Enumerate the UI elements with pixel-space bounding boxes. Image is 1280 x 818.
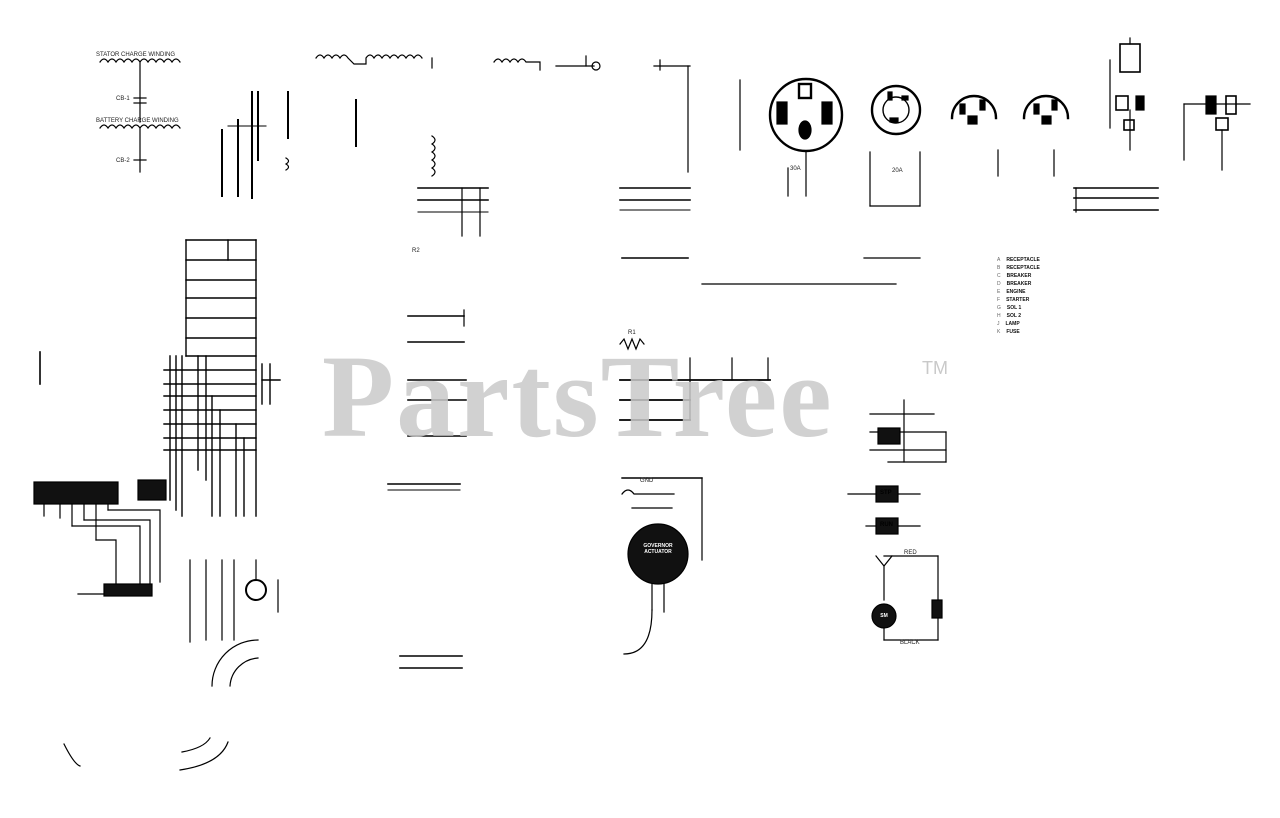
legend-code: K bbox=[997, 329, 1001, 335]
legend-value: BREAKER bbox=[1006, 281, 1032, 287]
legend-value: RECEPTACLE bbox=[1006, 257, 1040, 263]
legend-item: J LAMP bbox=[997, 320, 1137, 328]
legend-code: D bbox=[997, 281, 1001, 287]
receptacle-20a-c bbox=[1022, 94, 1070, 177]
receptacle-20a-b bbox=[950, 94, 999, 177]
red-wire-label: RED bbox=[904, 550, 917, 556]
receptacle-30a-label: 30A bbox=[790, 166, 801, 172]
legend-value: SOL 2 bbox=[1006, 313, 1021, 319]
trademark-mark: TM bbox=[922, 358, 948, 378]
legend-item: D BREAKER bbox=[997, 280, 1137, 288]
relay-circuit bbox=[847, 399, 947, 641]
legend-item: H SOL 2 bbox=[997, 312, 1137, 320]
middle-wires bbox=[387, 257, 921, 669]
legend-item: A RECEPTACLE bbox=[997, 256, 1137, 264]
receptacle-20a-a bbox=[869, 84, 922, 207]
left-harness bbox=[163, 239, 281, 517]
legend-code: A bbox=[997, 257, 1001, 263]
terminal-blocks bbox=[33, 479, 167, 597]
r2-label: R2 bbox=[412, 248, 420, 254]
legend-code: G bbox=[997, 305, 1001, 311]
black-wire-label: BLACK bbox=[900, 640, 920, 646]
switch-block bbox=[1073, 37, 1251, 213]
legend-value: STARTER bbox=[1006, 297, 1030, 303]
stator-windings bbox=[99, 58, 181, 173]
cb1-label: CB-1 bbox=[116, 96, 130, 102]
receptacle-30a bbox=[739, 77, 844, 197]
legend-item: C BREAKER bbox=[997, 272, 1137, 280]
legend-code: H bbox=[997, 313, 1001, 319]
legend-item: K FUSE bbox=[997, 328, 1137, 336]
relay-stp-label: STP bbox=[880, 490, 892, 496]
legend-item: E ENGINE bbox=[997, 288, 1137, 296]
legend-value: ENGINE bbox=[1006, 289, 1026, 295]
legend-value: RECEPTACLE bbox=[1006, 265, 1040, 271]
left-rails bbox=[221, 91, 357, 199]
top-coils bbox=[315, 54, 691, 71]
stator-lower-label: BATTERY CHARGE WINDING bbox=[96, 118, 179, 124]
motor-label: SM bbox=[880, 613, 888, 619]
legend-code: B bbox=[997, 265, 1001, 271]
receptacle-20a-label: 20A bbox=[892, 168, 903, 174]
partstree-watermark: PartsTree bbox=[322, 331, 834, 462]
legend-code: C bbox=[997, 273, 1001, 279]
legend-value: BREAKER bbox=[1006, 273, 1032, 279]
stator-upper-label: STATOR CHARGE WINDING bbox=[96, 52, 176, 58]
governor-actuator bbox=[621, 477, 703, 655]
component-legend: A RECEPTACLE B RECEPTACLE C BREAKER D BREAKE… bbox=[997, 256, 1137, 336]
legend-item: F STARTER bbox=[997, 296, 1137, 304]
relay-run-label: RUN bbox=[880, 522, 893, 528]
legend-code: F bbox=[997, 297, 1001, 303]
legend-value: FUSE bbox=[1006, 329, 1020, 335]
legend-value: SOL 1 bbox=[1006, 305, 1022, 311]
centre-coil bbox=[417, 65, 691, 237]
r1-label: R1 bbox=[628, 330, 636, 336]
legend-code: E bbox=[997, 289, 1001, 295]
legend-item: B RECEPTACLE bbox=[997, 264, 1137, 272]
legend-value: LAMP bbox=[1005, 321, 1020, 327]
governor-label: GOVERNOR ACTUATOR bbox=[643, 543, 673, 555]
lower-left-components bbox=[39, 351, 279, 771]
cb2-label: CB-2 bbox=[116, 158, 130, 164]
legend-item: G SOL 1 bbox=[997, 304, 1137, 312]
ground-label: GND bbox=[640, 478, 654, 484]
legend-code: J bbox=[997, 321, 1000, 327]
